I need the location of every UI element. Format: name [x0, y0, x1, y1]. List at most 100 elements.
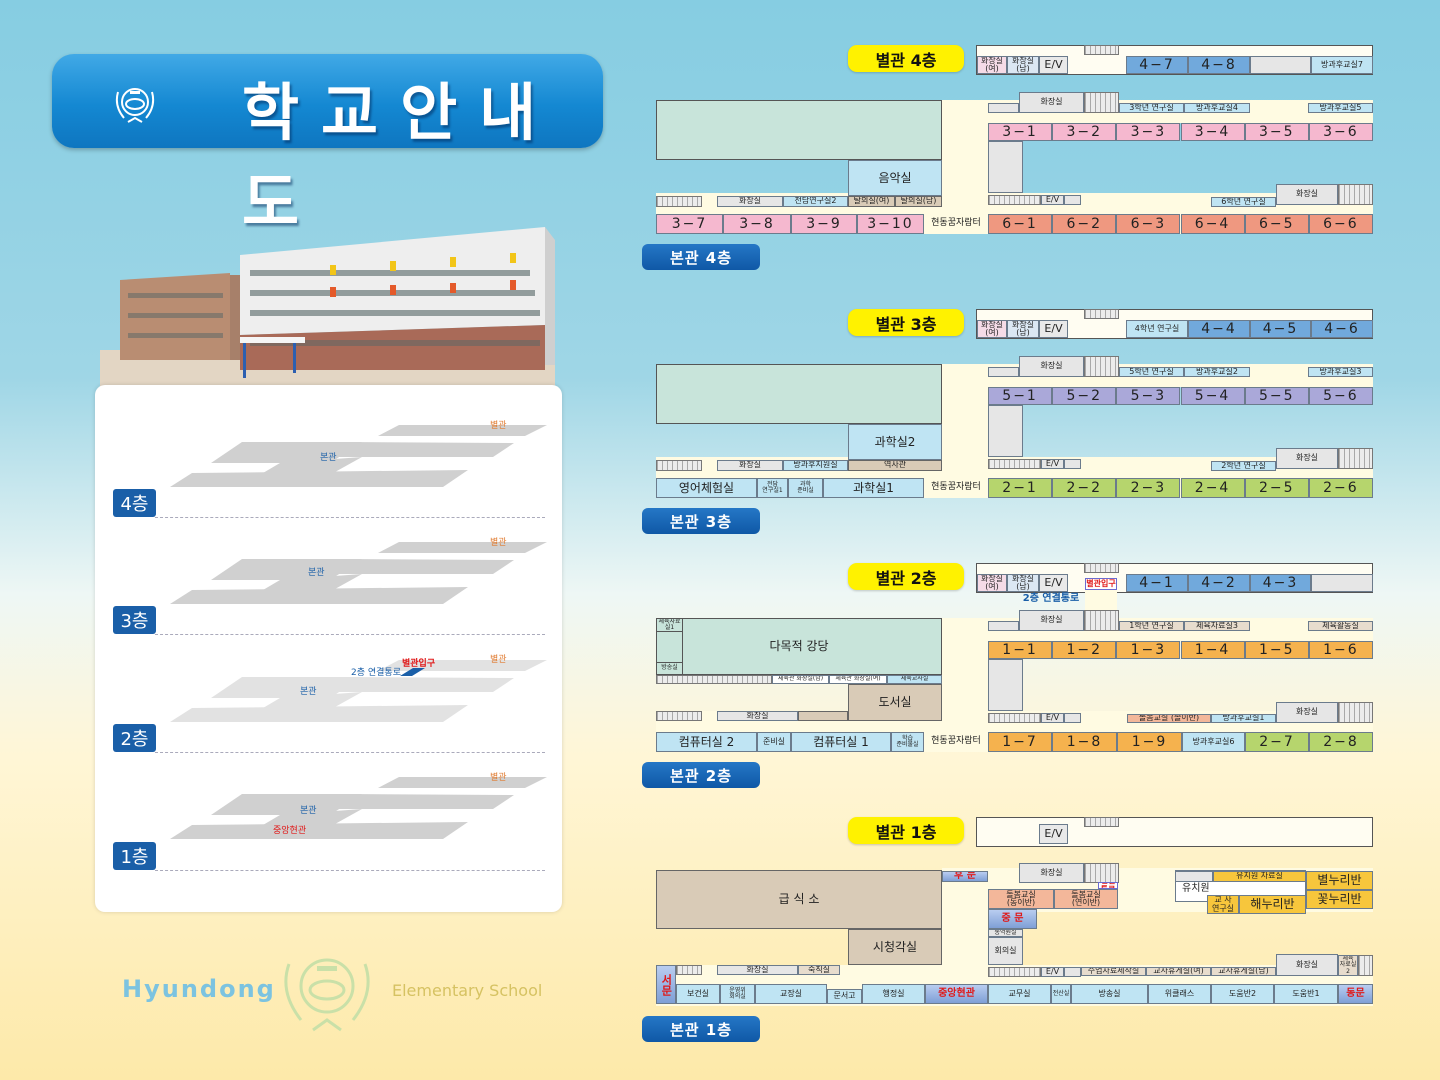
- room-a-wcf[interactable]: 화장실 (여): [977, 320, 1007, 338]
- room-a-wcf[interactable]: 화장실 (여): [977, 56, 1007, 74]
- room-t-l2[interactable]: 방과후교실2: [1184, 367, 1250, 377]
- room-b4[interactable]: 학습 준비물실: [891, 732, 924, 752]
- room-a-wcm[interactable]: 화장실 (남): [1007, 574, 1039, 592]
- room-b3[interactable]: 과학 준비실: [788, 478, 823, 498]
- room-t-wc[interactable]: 화장실: [1019, 92, 1084, 113]
- room-pet[interactable]: 체육교사실: [887, 675, 942, 684]
- room-b5[interactable]: 현동꿈자람터: [931, 218, 981, 229]
- room-t-l3[interactable]: 체육활동실: [1308, 621, 1373, 631]
- room-bc[interactable]: 방송실: [656, 662, 683, 675]
- room-a-lab[interactable]: 4학년 연구실: [1126, 320, 1188, 338]
- room-d2[interactable]: 1−8: [1052, 732, 1117, 752]
- room-c3[interactable]: 1−3: [1116, 641, 1181, 659]
- room-a-ev[interactable]: E/V: [1039, 320, 1068, 338]
- room-t-wc[interactable]: 화장실: [1019, 610, 1084, 631]
- room-cafe[interactable]: 급 식 소: [656, 870, 942, 929]
- room-kg-sun[interactable]: 해누리반: [1239, 895, 1306, 914]
- room-b1[interactable]: 영어체험실: [656, 478, 757, 498]
- floor-badge-4[interactable]: 4층: [113, 489, 156, 517]
- room-c1[interactable]: 1−1: [988, 641, 1053, 659]
- room-c4[interactable]: 1−4: [1180, 641, 1245, 659]
- room-l-2[interactable]: 탈의실(여): [848, 196, 895, 207]
- room-l-wc[interactable]: 화장실: [717, 965, 798, 975]
- room-a-wcm[interactable]: 화장실 (남): [1007, 320, 1039, 338]
- room-t-l3[interactable]: 방과후교실5: [1308, 103, 1373, 113]
- room-lib[interactable]: 도서실: [848, 684, 942, 721]
- room-c2[interactable]: 5−2: [1052, 387, 1117, 405]
- room-t-l1[interactable]: 5학년 연구실: [1119, 367, 1184, 377]
- room-c1[interactable]: 5−1: [988, 387, 1053, 405]
- room-wee[interactable]: 위클래스: [1148, 984, 1211, 1004]
- room-r-pe2[interactable]: 체육 자료실 2: [1338, 955, 1358, 976]
- room-d3[interactable]: 1−9: [1117, 732, 1182, 752]
- room-c6[interactable]: 3−6: [1308, 123, 1373, 141]
- room-t-l2[interactable]: 방과후교실4: [1184, 103, 1250, 113]
- room-meet[interactable]: 회의실: [988, 937, 1023, 965]
- room-c6[interactable]: 5−6: [1308, 387, 1373, 405]
- floor-badge-2[interactable]: 2층: [113, 724, 156, 752]
- room-council[interactable]: 운영위 회의실: [720, 984, 755, 1004]
- room-c2[interactable]: 1−2: [1052, 641, 1117, 659]
- room-b2[interactable]: 전담 연구실1: [757, 478, 788, 498]
- room-a-wcf[interactable]: 화장실 (여): [977, 574, 1007, 592]
- room-a-r2[interactable]: 4−5: [1250, 320, 1311, 338]
- room-b4[interactable]: 3−10: [857, 214, 924, 234]
- room-d1[interactable]: 2−1: [988, 478, 1053, 498]
- room-care2[interactable]: 돌봄교실 (연이반): [1054, 889, 1118, 909]
- room-a-r2[interactable]: 4−2: [1188, 574, 1250, 592]
- room-r-lab[interactable]: 6학년 연구실: [1211, 197, 1276, 207]
- room-d4[interactable]: 6−4: [1180, 214, 1245, 234]
- room-a-conn[interactable]: 2층 연결통로: [1022, 592, 1080, 604]
- floor-badge-1[interactable]: 1층: [113, 842, 156, 870]
- room-a-wcm[interactable]: 화장실 (남): [1007, 56, 1039, 74]
- room-c5[interactable]: 5−5: [1244, 387, 1309, 405]
- room-r-care[interactable]: 돌봄교실 (솔이반): [1127, 714, 1211, 723]
- room-a-r2[interactable]: 4−8: [1188, 56, 1250, 74]
- room-b3[interactable]: 컴퓨터실 1: [791, 732, 891, 752]
- room-c6[interactable]: 1−6: [1308, 641, 1373, 659]
- room-t-l1[interactable]: 3학년 연구실: [1119, 103, 1184, 113]
- room-b5[interactable]: 현동꿈자람터: [931, 736, 981, 747]
- room-broadcast[interactable]: 방송실: [1071, 984, 1148, 1004]
- room-b4[interactable]: 과학실1: [823, 478, 924, 498]
- room-d5[interactable]: 2−5: [1244, 478, 1309, 498]
- room-pe1[interactable]: 체육자료실1: [656, 618, 683, 632]
- room-care1[interactable]: 돌봄교실 (동이반): [988, 889, 1054, 909]
- room-pewcm[interactable]: 체육관 화장실(남): [772, 675, 829, 684]
- room-t-wc[interactable]: 화장실: [1019, 863, 1084, 883]
- room-d5[interactable]: 6−5: [1244, 214, 1309, 234]
- room-r-wc[interactable]: 화장실: [1276, 448, 1338, 469]
- room-b1[interactable]: 컴퓨터실 2: [656, 732, 757, 752]
- room-r-restf[interactable]: 교사휴게실(여): [1146, 967, 1211, 976]
- room-kg-flower[interactable]: 꽃누리반: [1306, 890, 1373, 909]
- room-b1[interactable]: 3−7: [656, 214, 723, 234]
- room-c5[interactable]: 1−5: [1244, 641, 1309, 659]
- room-d1[interactable]: 6−1: [988, 214, 1053, 234]
- room-r-ev[interactable]: E/V: [1041, 195, 1064, 205]
- room-d2[interactable]: 6−2: [1052, 214, 1117, 234]
- room-midgate[interactable]: 중 문: [988, 909, 1037, 929]
- room-d4[interactable]: 방과후교실6: [1182, 732, 1245, 752]
- room-a-entry[interactable]: 별관입구: [1085, 578, 1117, 590]
- room-l-wc[interactable]: 화장실: [717, 460, 783, 471]
- room-b5[interactable]: 현동꿈자람터: [931, 482, 981, 493]
- room-pewcf[interactable]: 체육관 화장실(여): [829, 675, 887, 684]
- room-d4[interactable]: 2−4: [1180, 478, 1245, 498]
- room-a-r1[interactable]: 4−7: [1126, 56, 1188, 74]
- room-a-r3[interactable]: 4−3: [1250, 574, 1311, 592]
- room-d6[interactable]: 2−8: [1309, 732, 1373, 752]
- room-c5[interactable]: 3−5: [1244, 123, 1309, 141]
- room-l-1[interactable]: 방과후지원실: [783, 460, 848, 471]
- room-feat[interactable]: 음악실: [848, 160, 942, 196]
- room-r-lab[interactable]: 2학년 연구실: [1211, 461, 1276, 471]
- room-l-wc[interactable]: 화장실: [717, 196, 783, 207]
- room-r-lab[interactable]: 방과후교실1: [1211, 714, 1276, 723]
- room-d6[interactable]: 6−6: [1308, 214, 1373, 234]
- room-d5[interactable]: 2−7: [1245, 732, 1309, 752]
- room-t-l3[interactable]: 방과후교실3: [1308, 367, 1373, 377]
- room-c2[interactable]: 3−2: [1052, 123, 1117, 141]
- room-help1[interactable]: 도움반1: [1274, 984, 1338, 1004]
- room-r-restm[interactable]: 교사휴게실(남): [1211, 967, 1276, 976]
- room-d3[interactable]: 6−3: [1116, 214, 1181, 234]
- room-link[interactable]: 연결통로: [1098, 882, 1118, 889]
